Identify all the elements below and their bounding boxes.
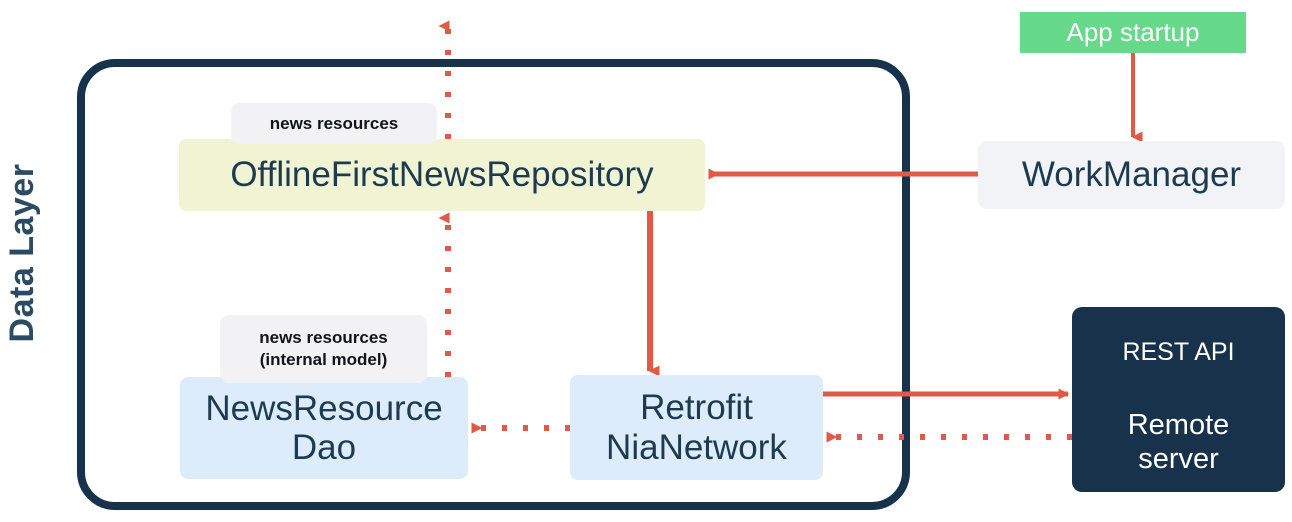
node-retrofit-nia-network[interactable]: Retrofit NiaNetwork (570, 375, 823, 480)
node-app-startup-label: App startup (1066, 16, 1200, 47)
chip-news-resources-internal-line2: (internal model) (259, 350, 388, 369)
node-offline-first-news-repository[interactable]: OfflineFirstNewsRepository (179, 139, 705, 211)
node-remote-server-subtitle-line2: server (1138, 443, 1219, 476)
node-news-resource-dao[interactable]: NewsResource Dao (180, 377, 468, 479)
node-retrofit-line2: NiaNetwork (606, 427, 787, 467)
data-layer-label: Data Layer (3, 163, 41, 343)
node-retrofit-line1: Retrofit (640, 388, 753, 428)
node-remote-server-title: REST API (1122, 338, 1235, 366)
node-remote-server[interactable]: REST API Remote server (1072, 307, 1285, 492)
node-dao-line2: Dao (291, 428, 357, 467)
chip-news-resources: news resources (231, 103, 437, 144)
node-work-manager-label: WorkManager (1021, 155, 1242, 195)
node-dao-line1: NewsResource (205, 388, 443, 428)
node-repository-label: OfflineFirstNewsRepository (230, 155, 654, 195)
chip-news-resources-line1: news resources (269, 113, 399, 133)
chip-news-resources-internal-line1: news resources (259, 328, 388, 348)
node-remote-server-subtitle-line1: Remote (1127, 409, 1230, 441)
node-app-startup[interactable]: App startup (1020, 12, 1246, 53)
data-layer-container: Data Layer (3, 59, 910, 510)
node-work-manager[interactable]: WorkManager (978, 141, 1285, 209)
chip-news-resources-internal: news resources (internal model) (220, 315, 427, 383)
